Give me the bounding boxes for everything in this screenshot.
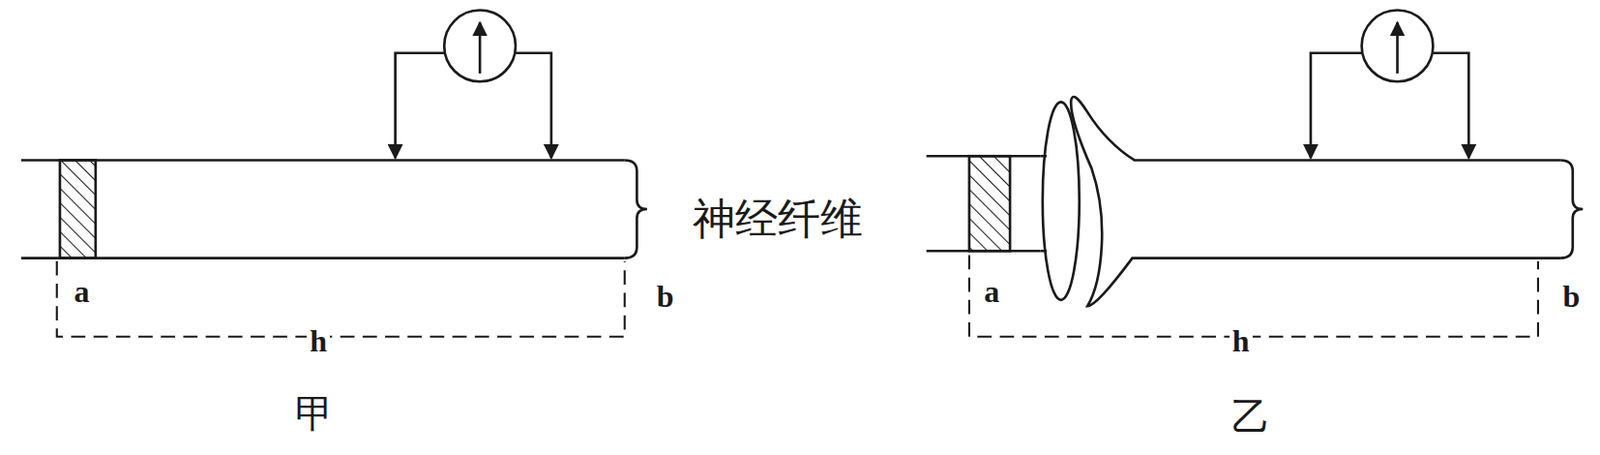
point-label: b: [1560, 280, 1584, 312]
galvanometer: [444, 10, 516, 83]
figure-label: 甲: [292, 393, 337, 433]
figure-label: 乙: [1228, 396, 1274, 436]
point-label: b: [653, 280, 678, 312]
point-label: a: [70, 275, 92, 307]
brace: [1560, 159, 1583, 258]
postsynaptic-membrane: [1070, 96, 1561, 306]
galvanometer: [1362, 10, 1434, 83]
presynaptic-knob: [1042, 101, 1080, 299]
fiber-yi: [926, 10, 1584, 337]
point-label: a: [980, 275, 1003, 307]
structure-label: 神经纤维: [689, 197, 866, 240]
fiber-jia: [21, 10, 648, 337]
brace: [624, 159, 648, 258]
distance-label: h: [1229, 325, 1253, 356]
distance-label: h: [306, 325, 330, 356]
